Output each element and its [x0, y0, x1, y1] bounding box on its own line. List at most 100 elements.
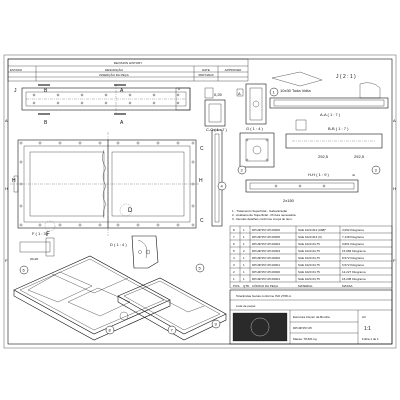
outer-frame — [3, 54, 397, 349]
section-mark-a-bottom: A — [120, 120, 124, 126]
parts-row-code: DP10P157-05.00003 — [252, 249, 280, 253]
balloon-callouts: 1 2 3 4 5 6 7 8 9 — [19, 87, 381, 335]
datum-a: A — [238, 91, 241, 96]
section-b-b-dim-1: 292,5 — [318, 154, 329, 159]
section-b-b-dim-2: 292,5 — [354, 154, 365, 159]
parts-row-item: 6 — [233, 242, 235, 246]
parts-row-item: 2 — [233, 270, 235, 274]
zone-letter-left-2: H — [5, 186, 8, 191]
parts-row-item: 7 — [233, 235, 235, 239]
section-h-h-label: H-H ( 1 : 9 ) — [308, 172, 330, 177]
parts-row-qty: 2 — [243, 249, 245, 253]
title-block-drawing-number: DP10P157-05 — [293, 326, 312, 330]
revision-header-approved: APPROVED — [225, 68, 243, 72]
general-notes: 1 - Tratamento Superficial - Galvanizaçã… — [232, 209, 296, 221]
parts-list: 8 1 DP10P157-05.00006 SAE 1020 #12 (#08)… — [229, 225, 393, 289]
balloon-9: 9 — [215, 322, 218, 327]
parts-row-mass: 6,572 Kilograma — [342, 263, 364, 267]
parts-row-qty: 1 — [243, 242, 245, 246]
parts-row-material: SAE 1020 #4,75 — [298, 249, 320, 253]
detail-mark-f: F — [46, 232, 50, 238]
detail-f-label: F ( 1 : 3 ) — [32, 231, 49, 236]
title-block-spec-line-2: Lista de peças — [236, 304, 256, 308]
revision-row-date: 08/07/2020 — [198, 73, 213, 77]
parts-header-code: CÓDIGO DA PEÇA — [252, 283, 278, 288]
detail-g-label: G ( 1 : 4 ) — [246, 126, 264, 131]
section-mark-a-top: A — [120, 88, 124, 94]
title-block-format: A3 — [362, 315, 366, 319]
detail-f-dim: 20x20 — [30, 257, 39, 261]
parts-row-qty: 1 — [243, 277, 245, 281]
parts-row-material: SAE 1020 #4,75 — [298, 256, 320, 260]
section-c-c-label: C-C ( 1 : 7 ) — [206, 127, 228, 132]
parts-row-code: DP10P157-05.00002 — [252, 256, 280, 260]
section-mark-h-right: H — [199, 178, 203, 184]
top-elevation-view: A J B A B A — [14, 84, 191, 126]
section-c-c-and-b-b: C-C ( 1 : 7 ) G ( 1 : 4 ) B-B ( 1 : 7 ) … — [206, 119, 383, 227]
parts-row-item: 3 — [233, 263, 235, 267]
parts-row-mass: 16,238 Kilograma — [342, 277, 366, 281]
parts-header-material: MATERIAL — [298, 284, 313, 288]
parts-row-code: DP10P157-05.00005 — [252, 235, 280, 239]
parts-row-item: 8 — [233, 228, 235, 232]
revision-header-description: DESCRIÇÃO — [105, 67, 124, 72]
detail-d-label: D ( 1 : 4 ) — [110, 242, 127, 247]
revision-row-description: INSERÇÃO DA PEÇA — [99, 72, 129, 77]
view-a-a-note: 10x30 Toda Volta — [280, 88, 311, 93]
balloon-5: 5 — [199, 266, 202, 271]
parts-row-item: 4 — [233, 256, 235, 260]
section-mark-c-bottom: C — [200, 218, 204, 224]
parts-row-code: DP10P157-05.00006 — [252, 228, 280, 232]
parts-header-qty: QTD — [243, 284, 250, 288]
balloon-2: 2 — [241, 168, 244, 173]
title-block-sheet: Folha 1 de 1 — [362, 337, 379, 341]
inner-frame — [7, 58, 393, 345]
parts-row-qty: 1 — [243, 270, 245, 274]
balloon-1: 1 — [273, 90, 276, 95]
parts-header-mass: MASSA — [342, 284, 353, 288]
parts-row-material: SAE 1020 #4,75 — [298, 242, 320, 246]
detail-mark-d: D — [128, 208, 133, 214]
isometric-view-main — [13, 255, 171, 341]
section-mark-b-bottom: B — [44, 120, 48, 126]
revision-table: REVISION HISTORY ESTADO DESCRIÇÃO DATE A… — [7, 58, 249, 82]
parts-row-material: SAE 1020 #4,75 — [298, 263, 320, 267]
parts-row-material: SAE 1020 #12 (#08)* — [298, 228, 327, 232]
section-h-h: H-H ( 1 : 9 ) 2x150 4x — [245, 172, 359, 203]
parts-row-code: DP10P157-05.00001 — [252, 277, 280, 281]
parts-row-code: DP10P157-05.00001 — [252, 263, 280, 267]
detail-d-view: D ( 1 : 4 ) — [110, 235, 159, 269]
section-mark-j: J — [14, 88, 17, 94]
note-2: 2 - Acabamento Superficial - Pintura nec… — [232, 213, 296, 217]
parts-row-qty: 1 — [243, 235, 245, 239]
detail-f-view: F ( 1 : 3 ) 20x20 — [19, 231, 55, 261]
main-plan-view: H H C C D F — [10, 132, 204, 238]
parts-header-pos: POS. — [233, 284, 240, 288]
title-block-spec-line-1: Tolerâncias Gerais conforme ISO 2768-m — [236, 294, 292, 298]
zone-letter-right-1: A — [393, 118, 396, 123]
zone-letter-right-3: F — [393, 258, 396, 263]
title-block: Tolerâncias Gerais conforme ISO 2768-m L… — [229, 289, 393, 345]
parts-row-mass: 12,227 Kilograma — [342, 270, 366, 274]
section-mark-c-top: C — [200, 146, 204, 152]
balloon-4: 4 — [221, 184, 224, 189]
view-a-a-label: A-A ( 1 : 7 ) — [320, 112, 341, 117]
parts-row-qty: 1 — [243, 256, 245, 260]
section-h-h-dim: 2x150 — [283, 198, 295, 203]
title-block-scale: 1:1 — [364, 326, 371, 332]
parts-row-material: SAE 1020 #4,75 — [298, 270, 320, 274]
section-mark-h-left: H — [12, 178, 16, 184]
flange-dimension: 0,25 — [214, 92, 223, 97]
balloon-7: 7 — [171, 328, 174, 333]
section-h-h-note: 4x — [352, 173, 356, 177]
parts-row-qty: 1 — [243, 228, 245, 232]
isometric-view-secondary — [117, 277, 227, 341]
section-mark-b-top: B — [44, 88, 48, 94]
title-block-material: Massa: 78,601 kg — [293, 337, 317, 341]
note-1: 1 - Tratamento Superficial - Galvanizaçã… — [232, 209, 288, 213]
parts-row-mass: 3,092 Kilograma — [342, 228, 364, 232]
parts-row-code: DP10P157-05.00000 — [252, 270, 280, 274]
balloon-6: 6 — [23, 268, 26, 273]
